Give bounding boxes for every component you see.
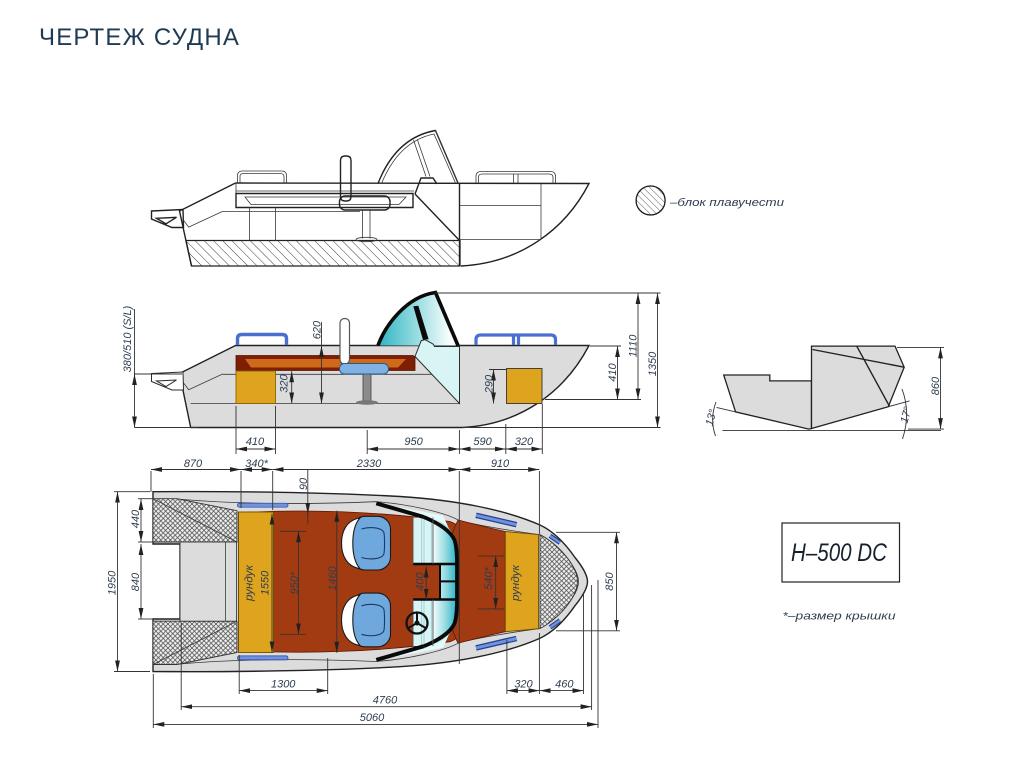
svg-text:рундук: рундук [510,564,522,602]
svg-text:1110: 1110 [628,334,640,358]
svg-text:1460: 1460 [327,565,339,590]
svg-text:620: 620 [312,320,324,339]
svg-text:410: 410 [246,436,265,448]
svg-text:4760: 4760 [373,695,398,707]
svg-text:340*: 340* [245,458,268,470]
svg-text:1300: 1300 [271,679,296,691]
svg-text:460: 460 [555,679,574,691]
svg-text:290: 290 [484,374,496,394]
svg-text:–блок плавучести: –блок плавучести [669,197,784,209]
svg-text:рундук: рундук [244,564,256,602]
svg-text:540*: 540* [483,566,495,589]
svg-text:17°: 17° [899,405,915,425]
svg-text:1950: 1950 [107,570,119,595]
svg-text:320: 320 [515,436,534,448]
svg-text:440: 440 [130,509,142,528]
svg-text:410: 410 [607,362,619,381]
svg-text:2330: 2330 [356,458,382,470]
svg-text:90: 90 [298,477,310,490]
svg-text:13°: 13° [704,408,720,428]
svg-text:850: 850 [604,571,616,590]
svg-text:380/510 (S/L): 380/510 (S/L) [122,305,134,372]
svg-text:1350: 1350 [647,351,659,376]
svg-text:1550: 1550 [260,570,272,595]
svg-text:840: 840 [130,572,142,591]
svg-text:400: 400 [415,571,427,590]
svg-text:870: 870 [184,458,203,470]
svg-text:5060: 5060 [360,712,385,724]
svg-text:860: 860 [930,376,942,395]
svg-text:590: 590 [473,436,492,448]
svg-text:320: 320 [279,373,291,392]
svg-text:910: 910 [491,458,510,470]
svg-text:320: 320 [514,679,533,691]
svg-text:950: 950 [404,436,423,448]
svg-text:ЧЕРТЕЖ СУДНА: ЧЕРТЕЖ СУДНА [39,24,240,51]
svg-text:H–500 DC: H–500 DC [791,539,888,567]
svg-text:*–размер крышки: *–размер крышки [783,611,896,623]
svg-text:950*: 950* [289,571,301,594]
